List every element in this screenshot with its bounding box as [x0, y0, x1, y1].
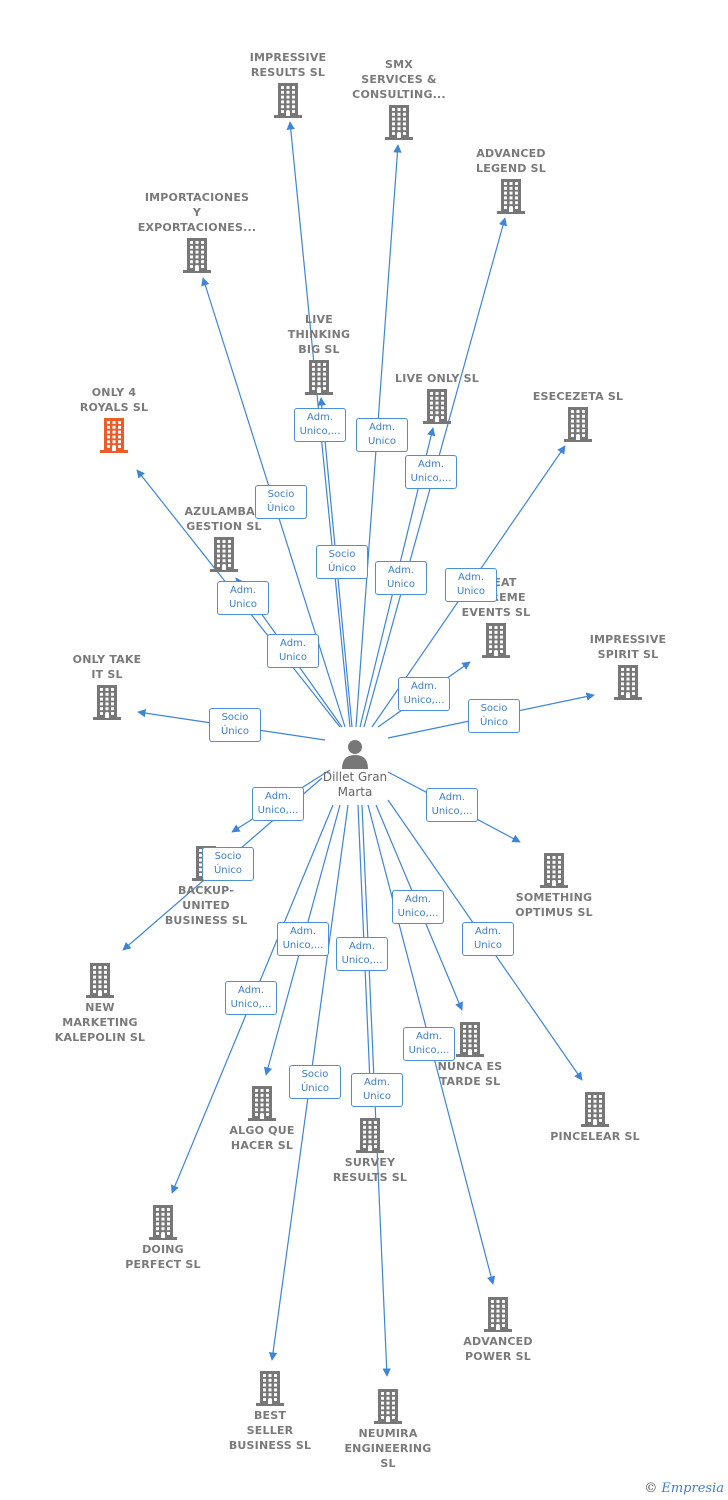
company-label: LIVE ONLY SL	[395, 372, 479, 385]
building-icon	[149, 1205, 177, 1240]
copyright-symbol: ©	[644, 1481, 658, 1496]
company-node-survey-results[interactable]: SURVEY RESULTS SL	[300, 1115, 440, 1185]
relation-label-impressive-results[interactable]: Adm. Unico,...	[294, 408, 346, 442]
building-icon	[210, 537, 238, 572]
relation-label-doing-perfect[interactable]: Adm. Unico,...	[225, 981, 277, 1015]
company-label: ADVANCED POWER SL	[463, 1335, 533, 1363]
relation-label-smx[interactable]: Adm. Unico	[356, 418, 408, 452]
building-icon	[93, 685, 121, 720]
building-icon	[484, 1297, 512, 1332]
building-icon	[248, 1086, 276, 1121]
company-label: SOMETHING OPTIMUS SL	[515, 891, 593, 919]
building-icon	[86, 963, 114, 998]
relation-label-algo-que-hacer[interactable]: Adm. Unico,...	[277, 922, 329, 956]
company-node-something-optimus[interactable]: SOMETHING OPTIMUS SL	[484, 850, 624, 920]
brand-logo: Empresia	[661, 1481, 724, 1496]
company-label: SURVEY RESULTS SL	[332, 1156, 408, 1184]
person-icon	[342, 740, 368, 769]
company-node-azulambar[interactable]: AZULAMBAR GESTION SL	[154, 504, 294, 574]
company-node-impressive-results[interactable]: IMPRESSIVE RESULTS SL	[218, 50, 358, 120]
relation-label-live-only[interactable]: Adm. Unico	[375, 561, 427, 595]
relation-label-nunca-es-tarde[interactable]: Adm. Unico,...	[392, 890, 444, 924]
company-node-live-thinking[interactable]: LIVE THINKING BIG SL	[249, 312, 389, 397]
building-icon	[305, 360, 333, 395]
company-node-smx[interactable]: SMX SERVICES & CONSULTING...	[329, 57, 469, 142]
company-node-importaciones[interactable]: IMPORTACIONES Y EXPORTACIONES...	[127, 190, 267, 275]
company-label: NEW MARKETING KALEPOLIN SL	[54, 1001, 146, 1044]
company-node-advanced-legend[interactable]: ADVANCED LEGEND SL	[441, 146, 581, 216]
relation-label-new-marketing[interactable]: Socio Único	[202, 847, 254, 881]
company-label: IMPORTACIONES Y EXPORTACIONES...	[137, 191, 257, 234]
company-label: AZULAMBAR GESTION SL	[184, 505, 264, 533]
relation-label-impressive-spirit[interactable]: Socio Único	[468, 699, 520, 733]
relation-label-neumira[interactable]: Adm. Unico	[351, 1073, 403, 1107]
company-label: PINCELEAR SL	[550, 1130, 640, 1143]
company-label: IMPRESSIVE RESULTS SL	[249, 51, 327, 79]
company-node-live-only[interactable]: LIVE ONLY SL	[367, 371, 507, 426]
building-icon	[385, 105, 413, 140]
building-icon	[183, 238, 211, 273]
building-icon	[356, 1118, 384, 1153]
person-name: Dillet Gran Marta	[322, 770, 388, 799]
company-node-pincelear[interactable]: PINCELEAR SL	[525, 1089, 665, 1144]
company-node-neumira[interactable]: NEUMIRA ENGINEERING SL	[318, 1386, 458, 1471]
relation-label-only4royals[interactable]: Adm. Unico	[217, 581, 269, 615]
relation-label-only-take-it[interactable]: Socio Único	[209, 708, 261, 742]
building-icon	[540, 853, 568, 888]
company-label: NUNCA ES TARDE SL	[437, 1060, 503, 1088]
building-icon	[100, 418, 128, 453]
company-label: ONLY 4 ROYALS SL	[79, 386, 149, 414]
company-node-algo-que-hacer[interactable]: ALGO QUE HACER SL	[192, 1083, 332, 1153]
building-icon	[564, 407, 592, 442]
building-icon	[274, 83, 302, 118]
company-label: BACKUP- UNITED BUSINESS SL	[164, 884, 248, 927]
brand-footer[interactable]: ©Empresia	[644, 1481, 724, 1496]
relation-label-esecezeta[interactable]: Adm. Unico	[445, 568, 497, 602]
relation-label-advanced-power[interactable]: Adm. Unico,...	[403, 1027, 455, 1061]
company-node-only4royals[interactable]: ONLY 4 ROYALS SL	[44, 385, 184, 455]
building-icon	[482, 623, 510, 658]
company-node-doing-perfect[interactable]: DOING PERFECT SL	[93, 1202, 233, 1272]
company-node-best-seller[interactable]: BEST SELLER BUSINESS SL	[200, 1368, 340, 1453]
relation-label-survey-results[interactable]: Adm. Unico,...	[336, 937, 388, 971]
company-label: DOING PERFECT SL	[125, 1243, 201, 1271]
relation-label-something-optimus[interactable]: Adm. Unico,...	[426, 788, 478, 822]
company-node-nunca-es-tarde[interactable]: NUNCA ES TARDE SL	[400, 1019, 540, 1089]
relation-label-pincelear[interactable]: Adm. Unico	[462, 922, 514, 956]
building-icon	[456, 1022, 484, 1057]
company-node-new-marketing[interactable]: NEW MARKETING KALEPOLIN SL	[30, 960, 170, 1045]
company-label: ESECEZETA SL	[532, 390, 624, 403]
person-node[interactable]: Dillet Gran Marta	[305, 738, 405, 800]
relation-label-azulambar[interactable]: Adm. Unico	[267, 634, 319, 668]
building-icon	[423, 389, 451, 424]
building-icon	[614, 665, 642, 700]
company-label: ALGO QUE HACER SL	[229, 1124, 295, 1152]
company-label: ADVANCED LEGEND SL	[476, 147, 546, 175]
building-icon	[374, 1389, 402, 1424]
company-node-esecezeta[interactable]: ESECEZETA SL	[508, 389, 648, 444]
relation-label-live-thinking[interactable]: Socio Único	[316, 545, 368, 579]
relation-label-importaciones[interactable]: Socio Único	[255, 485, 307, 519]
company-node-advanced-power[interactable]: ADVANCED POWER SL	[428, 1294, 568, 1364]
company-label: BEST SELLER BUSINESS SL	[228, 1409, 312, 1452]
relation-label-backup-united[interactable]: Adm. Unico,...	[252, 787, 304, 821]
company-label: ONLY TAKE IT SL	[72, 653, 142, 681]
relation-label-advanced-legend[interactable]: Adm. Unico,...	[405, 455, 457, 489]
company-label: NEUMIRA ENGINEERING SL	[344, 1427, 432, 1470]
building-icon	[256, 1371, 284, 1406]
building-icon	[497, 179, 525, 214]
building-icon	[581, 1092, 609, 1127]
company-label: SMX SERVICES & CONSULTING...	[352, 58, 446, 101]
relation-label-great-extreme[interactable]: Adm. Unico,...	[398, 677, 450, 711]
company-label: IMPRESSIVE SPIRIT SL	[589, 633, 667, 661]
relation-label-best-seller[interactable]: Socio Único	[289, 1065, 341, 1099]
company-label: LIVE THINKING BIG SL	[287, 313, 351, 356]
company-node-impressive-spirit[interactable]: IMPRESSIVE SPIRIT SL	[558, 632, 698, 702]
company-node-only-take-it[interactable]: ONLY TAKE IT SL	[37, 652, 177, 722]
